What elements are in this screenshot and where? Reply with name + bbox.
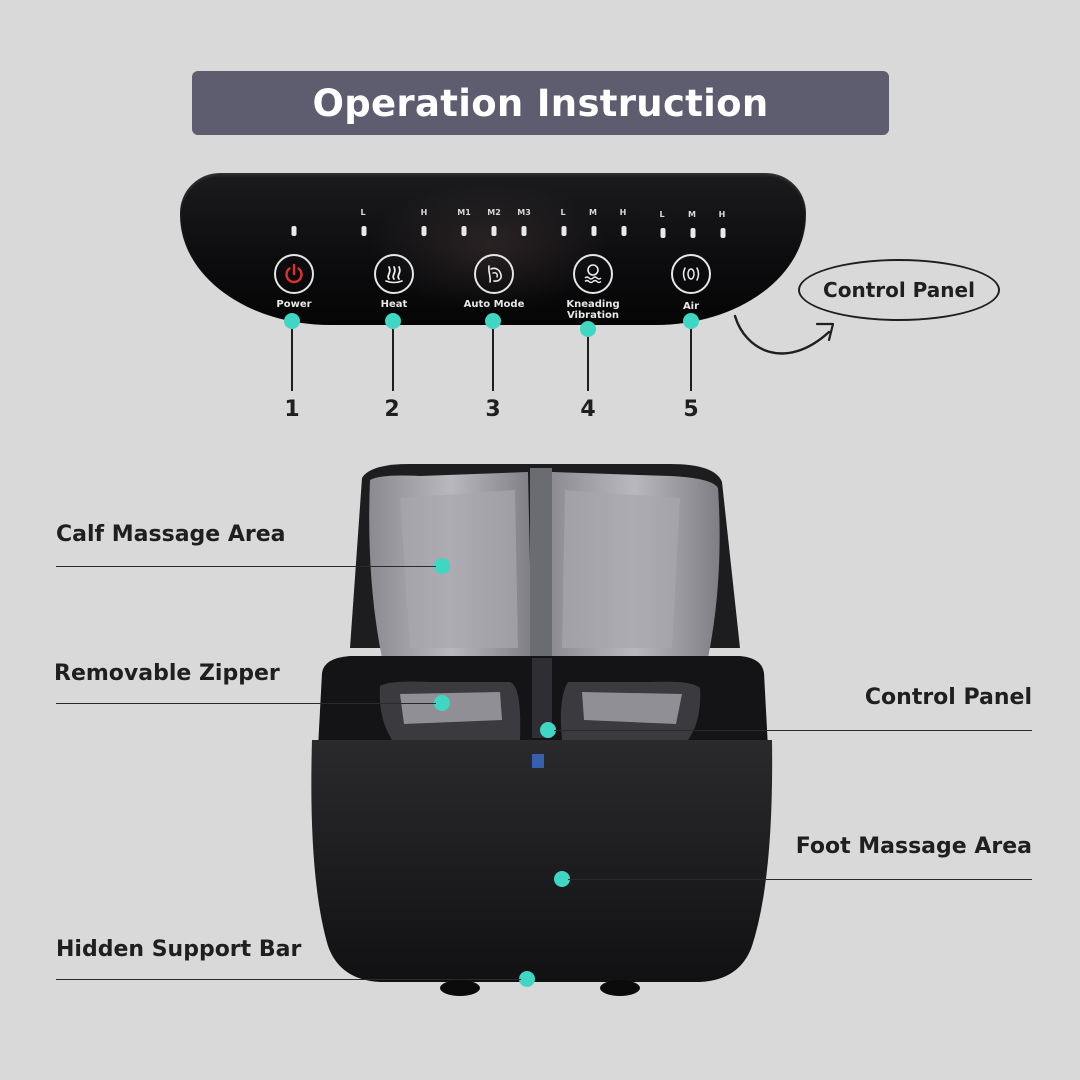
heat-button[interactable] [374, 254, 414, 294]
power-pointer-line [291, 329, 293, 391]
auto-mode-m2-label: M2 [487, 208, 501, 217]
auto-mode-marker [485, 313, 501, 329]
massager-image [311, 464, 773, 996]
page-title: Operation Instruction [312, 81, 769, 125]
power-label: Power [276, 299, 312, 310]
heat-icon [385, 266, 403, 284]
removable-zipper-label: Removable Zipper [54, 661, 280, 686]
auto-mode-pointer-line [492, 329, 494, 391]
kneading-level-high-label: H [619, 208, 627, 217]
heat-number: 2 [384, 397, 400, 422]
auto-mode-button[interactable] [474, 254, 514, 294]
power-marker [284, 313, 300, 329]
control-panel-display: L H M1 M2 M3 L M H L M H [180, 173, 806, 325]
kneading-marker [580, 321, 596, 337]
calf-massage-marker [434, 558, 450, 574]
auto-mode-m1-label: M1 [457, 208, 471, 217]
removable-zipper-marker [434, 695, 450, 711]
power-icon [285, 263, 303, 284]
control-panel-label: Control Panel [864, 685, 1032, 710]
auto-mode-label: Auto Mode [463, 299, 525, 310]
callout-arrow-icon [733, 314, 835, 355]
kneading-level-low-label: L [560, 208, 566, 217]
air-level-mid-label: M [688, 210, 696, 219]
support-bar-line [56, 979, 521, 980]
kneading-level-mid-label: M [589, 208, 597, 217]
auto-m1-led [461, 226, 467, 236]
heat-label: Heat [380, 299, 408, 310]
heat-pointer-line [392, 329, 394, 391]
heat-level-high-label: H [420, 208, 428, 217]
power-number: 1 [284, 397, 300, 422]
kneading-vibration-button[interactable] [573, 254, 613, 294]
control-panel-callout-text: Control Panel [823, 278, 975, 302]
foot-massage-area-label: Foot Massage Area [795, 834, 1032, 859]
air-marker [683, 313, 699, 329]
kneading-pointer-line [587, 337, 589, 391]
air-high-led [720, 228, 726, 238]
air-level-low-label: L [659, 210, 665, 219]
calf-massage-line [56, 566, 436, 567]
air-level-high-label: H [718, 210, 726, 219]
heat-low-led [361, 226, 367, 236]
title-banner: Operation Instruction [192, 71, 889, 135]
heat-high-led [421, 226, 427, 236]
air-pointer-line [690, 329, 692, 391]
foot-massage-marker [554, 871, 570, 887]
auto-m3-led [521, 226, 527, 236]
air-number: 5 [683, 397, 699, 422]
auto-mode-m3-label: M3 [517, 208, 531, 217]
air-mid-led [690, 228, 696, 238]
auto-mode-number: 3 [485, 397, 501, 422]
air-button[interactable] [671, 254, 711, 294]
power-button[interactable] [274, 254, 314, 294]
kneading-number: 4 [580, 397, 596, 422]
foot-massage-line [568, 879, 1032, 880]
calf-massage-area-label: Calf Massage Area [56, 522, 286, 547]
kneading-high-led [621, 226, 627, 236]
control-panel-callout: Control Panel [798, 259, 1000, 321]
support-bar-marker [519, 971, 535, 987]
kneading-low-led [561, 226, 567, 236]
control-panel-line [554, 730, 1032, 731]
heat-marker [385, 313, 401, 329]
power-led [291, 226, 297, 236]
auto-mode-icon [487, 265, 502, 283]
removable-zipper-line [56, 703, 436, 704]
kneading-mid-led [591, 226, 597, 236]
kneading-label: Kneading [566, 299, 620, 310]
hidden-support-bar-label: Hidden Support Bar [56, 937, 302, 962]
vibration-label: Vibration [566, 310, 620, 321]
air-icon [682, 267, 700, 281]
auto-m2-led [491, 226, 497, 236]
air-low-led [660, 228, 666, 238]
control-panel-marker [540, 722, 556, 738]
heat-level-low-label: L [360, 208, 366, 217]
kneading-vibration-icon [584, 264, 602, 284]
air-label: Air [682, 301, 700, 312]
